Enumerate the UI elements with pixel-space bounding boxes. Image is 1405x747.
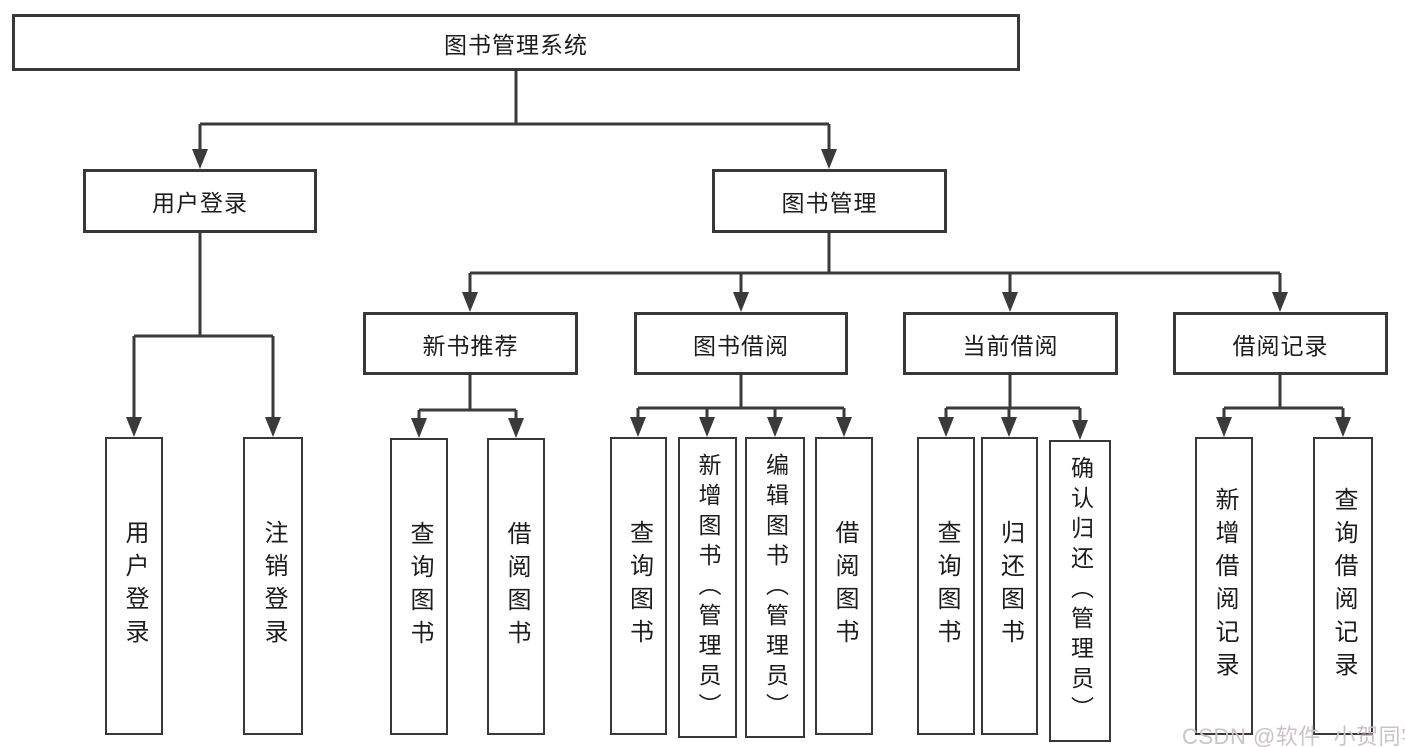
node-library-management-system: 图书管理系统	[12, 14, 1020, 71]
leaf-query-books-borrowing: 查询图书	[610, 437, 667, 735]
csdn-watermark: CSDN @软件_小贺同学	[1182, 724, 1405, 747]
leaf-add-borrowing-record: 新增借阅记录	[1195, 437, 1253, 735]
leaf-query-borrowing-record: 查询借阅记录	[1313, 437, 1373, 735]
node-book-borrowing: 图书借阅	[634, 312, 848, 375]
leaf-query-books-recommend: 查询图书	[390, 438, 448, 735]
leaf-user-login: 用户登录	[105, 437, 163, 735]
node-user-login: 用户登录	[83, 169, 317, 233]
leaf-return-books: 归还图书	[981, 437, 1038, 735]
leaf-add-books-admin: 新增图书（管理员）	[678, 437, 737, 738]
node-book-management: 图书管理	[712, 169, 947, 233]
leaf-borrow-books-borrowing: 借阅图书	[815, 437, 873, 735]
node-new-book-recommendation: 新书推荐	[363, 312, 578, 375]
leaf-logout: 注销登录	[243, 437, 303, 735]
leaf-query-books-current: 查询图书	[917, 437, 975, 735]
node-current-borrowing: 当前借阅	[903, 312, 1118, 375]
leaf-confirm-return-admin: 确认归还（管理员）	[1049, 440, 1111, 742]
node-borrowing-records: 借阅记录	[1173, 312, 1388, 375]
leaf-edit-books-admin: 编辑图书（管理员）	[745, 437, 805, 738]
leaf-borrow-books-recommend: 借阅图书	[487, 438, 545, 735]
